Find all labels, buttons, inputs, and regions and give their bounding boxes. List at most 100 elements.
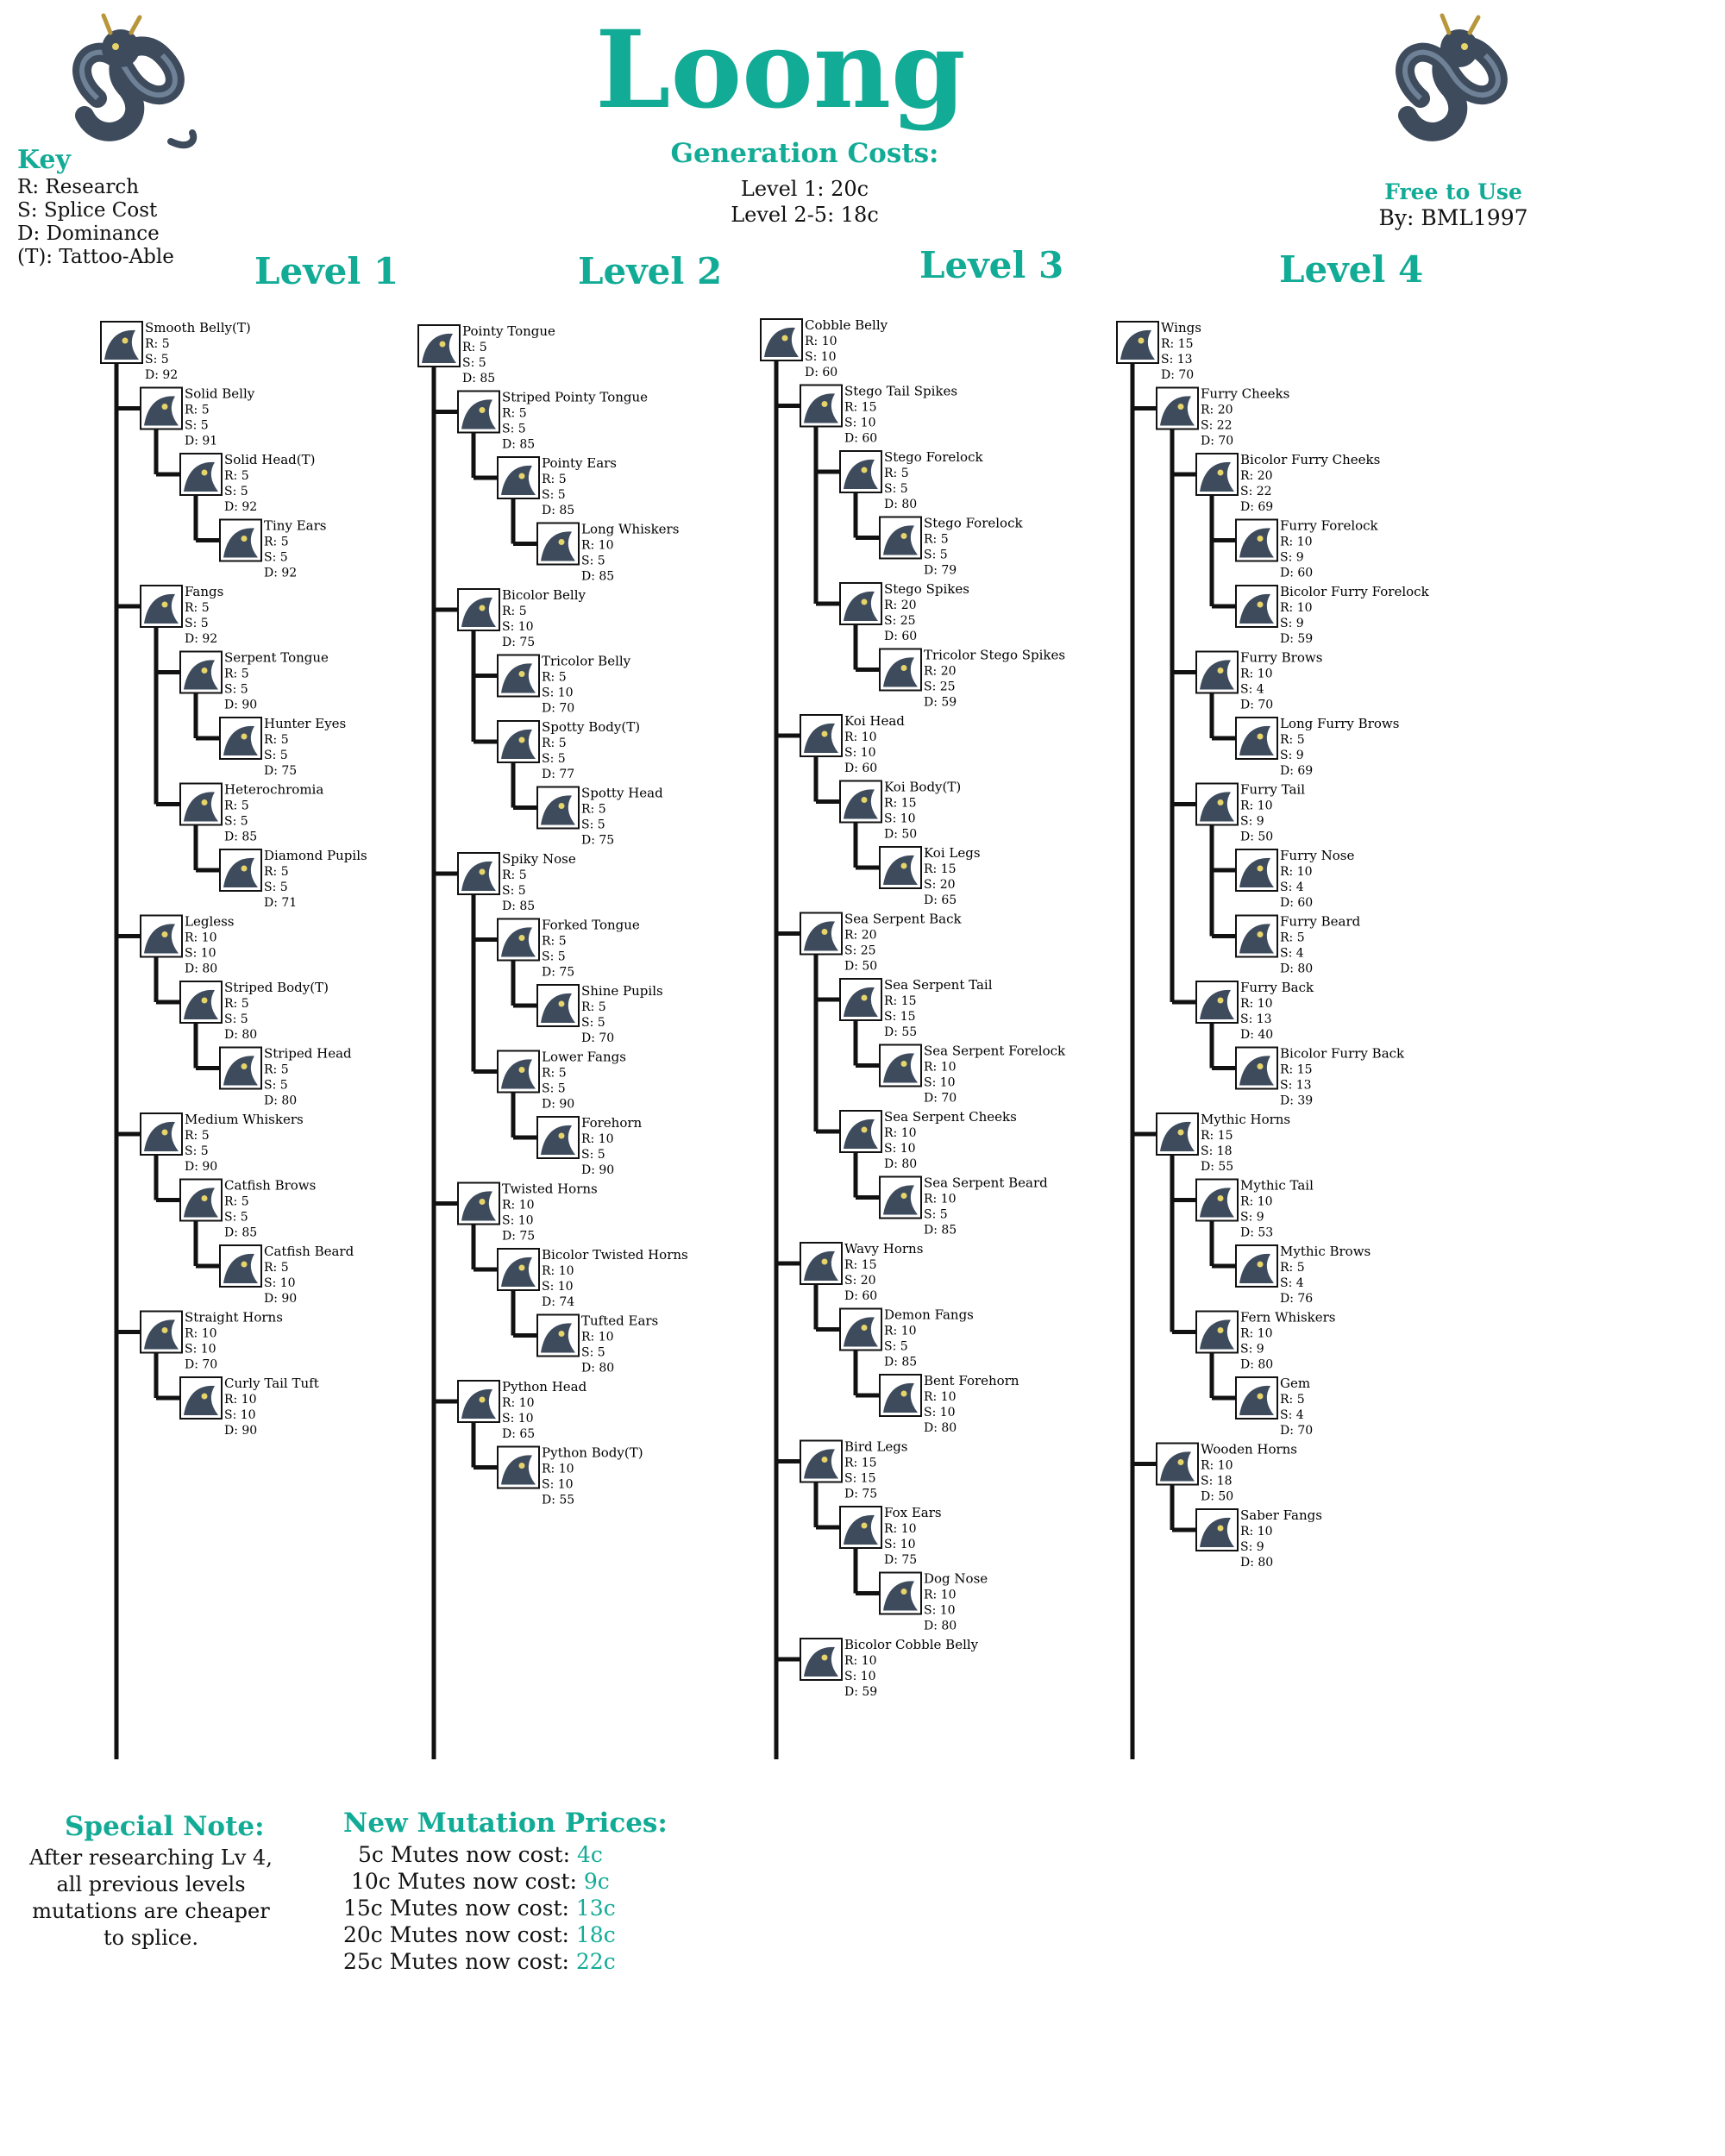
mutation-research: R: 5 — [224, 667, 249, 681]
mutation-splice-cost: S: 10 — [924, 1604, 956, 1618]
dragon-part-icon — [1200, 1319, 1234, 1350]
mutation-splice-cost: S: 13 — [1161, 353, 1193, 367]
mutation-node: Koi Body(T)R: 15S: 10D: 50 — [839, 780, 961, 842]
mutation-research: R: 10 — [884, 1522, 917, 1536]
mutation-splice-cost: S: 5 — [542, 1082, 566, 1096]
mutation-research: R: 10 — [1280, 601, 1313, 615]
dragon-part-icon — [501, 663, 536, 693]
mutation-dominance: D: 85 — [502, 899, 535, 913]
mutation-name: Furry Back — [1240, 980, 1314, 995]
mutation-name: Diamond Pupils — [264, 848, 367, 863]
mutation-dominance: D: 92 — [264, 567, 297, 580]
dragon-part-icon — [184, 1385, 218, 1415]
dragon-part-icon — [501, 465, 536, 495]
mutation-name: Straight Horns — [185, 1310, 283, 1326]
mutation-name: Fern Whiskers — [1240, 1310, 1335, 1326]
mutation-dominance: D: 85 — [581, 570, 614, 584]
mutation-research: R: 10 — [805, 335, 837, 348]
dragon-part-icon — [144, 1319, 179, 1350]
mutation-research: R: 5 — [224, 799, 249, 813]
mutation-dominance: D: 85 — [462, 372, 495, 385]
mutation-name: Bicolor Furry Forelock — [1280, 584, 1430, 599]
mutation-splice-cost: S: 5 — [542, 950, 566, 964]
mutation-splice-cost: S: 15 — [884, 1010, 916, 1024]
dragon-part-icon — [1239, 725, 1274, 755]
dragon-part-icon — [501, 729, 536, 759]
mutation-name: Mythic Brows — [1280, 1244, 1371, 1259]
mutation-dominance: D: 70 — [1280, 1424, 1313, 1438]
mutation-node: Striped Body(T)R: 5S: 5D: 80 — [179, 980, 329, 1042]
mutation-name: Solid Belly — [185, 386, 255, 402]
mutation-dominance: D: 75 — [884, 1553, 917, 1567]
dragon-part-icon — [844, 1514, 878, 1545]
mutation-dominance: D: 80 — [924, 1421, 957, 1435]
mutation-splice-cost: S: 5 — [581, 1016, 605, 1030]
mutation-name: Furry Beard — [1280, 914, 1361, 930]
mutation-dominance: D: 70 — [542, 702, 574, 716]
dragon-part-icon — [223, 1253, 258, 1283]
mutation-name: Catfish Beard — [264, 1244, 354, 1259]
mutation-name: Bicolor Belly — [502, 587, 586, 603]
mutation-name: Furry Nose — [1280, 848, 1355, 863]
price-row: 5c Mutes now cost: 4c — [358, 1842, 603, 1867]
mutation-name: Catfish Brows — [224, 1178, 316, 1194]
mutation-research: R: 5 — [542, 671, 567, 685]
mutation-splice-cost: S: 25 — [924, 680, 956, 694]
new-mutation-prices-heading: New Mutation Prices: — [343, 1808, 668, 1839]
mutation-research: R: 15 — [884, 797, 917, 811]
mutation-name: Furry Cheeks — [1201, 386, 1289, 402]
mutation-splice-cost: S: 10 — [185, 947, 216, 961]
mutation-name: Dog Nose — [924, 1571, 988, 1587]
mutation-research: R: 5 — [542, 1067, 567, 1081]
dragon-part-icon — [883, 525, 918, 555]
mutation-dominance: D: 80 — [1280, 962, 1313, 976]
mutation-research: R: 10 — [924, 1390, 957, 1404]
mutation-splice-cost: S: 5 — [224, 815, 248, 829]
mutation-splice-cost: S: 22 — [1240, 485, 1272, 498]
mutation-dominance: D: 60 — [844, 761, 877, 775]
mutation-splice-cost: S: 5 — [264, 749, 288, 762]
mutation-research: R: 10 — [924, 1061, 957, 1075]
mutation-dominance: D: 90 — [224, 699, 257, 712]
dragon-part-icon — [184, 792, 218, 822]
key-heading: Key — [17, 145, 71, 175]
mutation-splice-cost: S: 4 — [1280, 1408, 1304, 1422]
dragon-part-icon — [541, 1323, 575, 1353]
mutation-name: Wings — [1161, 320, 1201, 335]
dragon-part-icon — [461, 861, 496, 891]
dragon-part-icon — [1239, 857, 1274, 887]
dragon-part-icon — [184, 461, 218, 492]
mutation-name: Python Head — [502, 1379, 587, 1395]
mutation-name: Furry Forelock — [1280, 518, 1379, 534]
mutation-research: R: 10 — [542, 1463, 574, 1476]
dragon-part-icon — [844, 1317, 878, 1347]
mutation-name: Stego Forelock — [884, 449, 983, 465]
mutation-research: R: 5 — [185, 601, 210, 615]
mutation-dominance: D: 85 — [884, 1356, 917, 1369]
mutation-splice-cost: S: 5 — [185, 419, 209, 433]
mutation-research: R: 15 — [844, 401, 877, 415]
mutation-research: R: 15 — [924, 862, 957, 876]
dragon-part-icon — [144, 1121, 179, 1151]
mutation-research: R: 5 — [542, 736, 567, 750]
mutation-dominance: D: 70 — [1201, 435, 1233, 448]
mutation-splice-cost: S: 10 — [502, 1412, 534, 1426]
